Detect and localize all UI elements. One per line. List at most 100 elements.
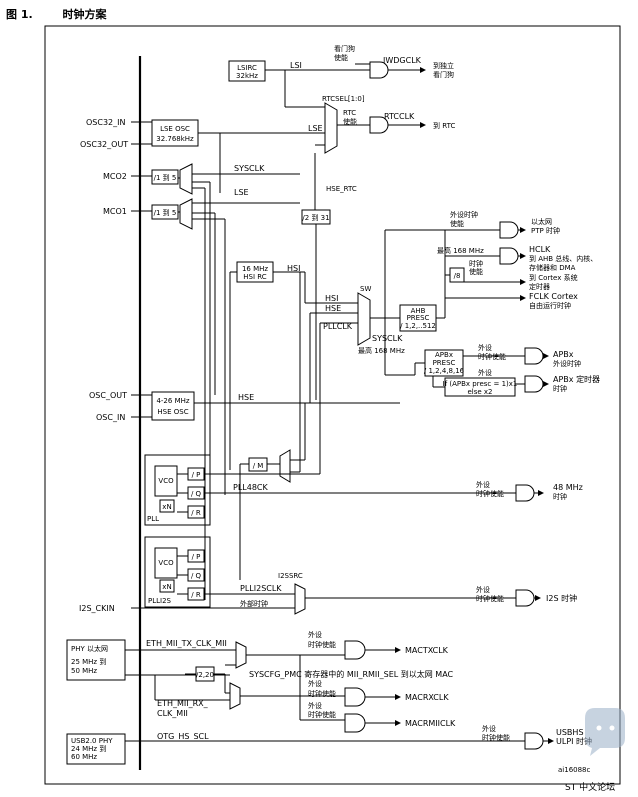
apb-ratio: / 1,2,4,8,16 (424, 367, 465, 375)
mco2-divider (151, 169, 179, 185)
i2s-enable-l1: 外设 (476, 585, 490, 594)
macrmii-enable-l2: 时钟使能 (308, 710, 336, 719)
hsi-signal: HSI (287, 264, 300, 273)
mco1-mux (179, 198, 193, 230)
hse-osc-block (151, 391, 195, 421)
apb-prescaler (424, 349, 464, 377)
eth-rx-l2: CLK_MII (157, 709, 188, 718)
macrx-enable-l2: 时钟使能 (308, 689, 336, 698)
mhz48-l1: 48 MHz (553, 483, 583, 492)
plli2s-xn (159, 579, 175, 593)
rtcclk-label: RTCCLK (384, 112, 415, 121)
rtc-enable-l1: RTC (343, 109, 356, 117)
wdg-enable-l2: 使能 (334, 53, 348, 62)
phy-eth-l1: PHY 以太网 (71, 644, 108, 653)
pll48ck-label: PLL48CK (233, 483, 269, 492)
usbhs-enable-l1: 外设 (482, 724, 496, 733)
apbx-out-l1: APBx (553, 350, 574, 359)
watermark-icon (585, 708, 625, 756)
i2s-out: I2S 时钟 (546, 593, 577, 603)
phy-usb-l2: 24 MHz 到 (71, 745, 106, 753)
usbhs-gate (524, 732, 544, 750)
apbx-tim-l1: APBx 定时器 (553, 374, 600, 384)
hclk-dest-l3: 存储器和 DMA (529, 263, 576, 272)
clk-enable-l1: 时钟 (469, 259, 483, 268)
ptp-enable-l1: 外设时钟 (450, 210, 478, 219)
plli2s-q-label: / Q (191, 572, 202, 580)
hse-osc-freq: 4-26 MHz (156, 397, 189, 405)
clk-enable-l2: 使能 (469, 267, 483, 276)
mactx-enable-l2: 时钟使能 (308, 640, 336, 649)
fclk-dest: 自由运行时钟 (529, 301, 571, 310)
ahb-presc: PRESC (407, 314, 430, 322)
lsirc-block (228, 60, 266, 82)
plli2s-xn-label: xN (162, 583, 171, 591)
mactxclk-out: MACTXCLK (405, 646, 449, 655)
lsi-signal: LSI (290, 61, 302, 70)
lse-mco-label: LSE (234, 188, 249, 197)
phy-usb-l1: USB2.0 PHY (71, 737, 113, 745)
apb-mult-l1: If (APBx presc = 1)x1 (443, 380, 518, 388)
wdg-enable-l1: 看门狗 (334, 44, 355, 53)
macrx-enable-l1: 外设 (308, 679, 322, 688)
pin-osc-in: OSC_IN (96, 413, 125, 422)
apbx-timer-gate (524, 375, 544, 393)
sysclk-max: 最高 168 MHz (358, 346, 405, 355)
hse-rtc-label: HSE_RTC (326, 185, 357, 193)
usb48-enable-l2: 时钟使能 (476, 489, 504, 498)
plli2s-label: PLLI2S (148, 597, 172, 605)
pll-source-mux (279, 449, 291, 483)
diagram-frame (44, 25, 621, 785)
mco1-divider-label: /1 到 5 (154, 209, 177, 217)
pin-mco1: MCO1 (103, 207, 127, 216)
hclk-label: HCLK (529, 245, 551, 254)
pll-xn (159, 499, 175, 513)
phy-eth-block (66, 639, 126, 681)
sysclk-label: SYSCLK (372, 334, 403, 343)
otg-label: OTG_HS_SCL (157, 732, 209, 741)
eth-tx-mux (235, 641, 247, 669)
i2s-mux (294, 583, 306, 615)
apbx-enable-l1: 外设 (478, 343, 492, 352)
hsirc-label: HSI RC (243, 273, 267, 281)
iwdg-dest-l1: 到独立 (433, 61, 454, 70)
fclk-label: FCLK Cortex (529, 292, 578, 301)
plli2s-block (144, 536, 211, 608)
macrmii-gate (344, 713, 366, 733)
ptp-dest-l2: PTP 时钟 (531, 226, 560, 235)
usbhs-out-l1: USBHS (556, 728, 584, 737)
mco2-divider-label: /1 到 5 (154, 174, 177, 182)
hsi-sw-label: HSI (325, 294, 338, 303)
figure-number: 图 1. (6, 8, 33, 21)
lse-signal-rtc: LSE (308, 124, 323, 133)
hsirc-freq: 16 MHz (242, 265, 268, 273)
eth-divider-label: /2,20 (196, 671, 214, 679)
eth-rx-l1: ETH_MII_RX_ (157, 699, 209, 708)
rtc-enable-l2: 使能 (343, 117, 357, 126)
figure-code: ai16088c (558, 766, 591, 774)
phy-eth-l3: 50 MHz (71, 667, 97, 675)
apbx-tim-l2: 时钟 (553, 384, 567, 393)
pll-r-label: / R (191, 509, 201, 517)
lsirc-label: LSIRC (237, 64, 257, 72)
pllclk-label: PLLCLK (323, 322, 353, 331)
sysclk-mco-label: SYSCLK (234, 164, 265, 173)
ptp-dest-l1: 以太网 (531, 217, 552, 226)
eth-rx-mux (229, 682, 241, 710)
phy-usb-l3: 60 MHz (71, 753, 97, 761)
pin-mco2: MCO2 (103, 172, 127, 181)
syscfg-label: SYSCFG_PMC 寄存器中的 MII_RMII_SEL 到以太网 MAC (249, 669, 454, 679)
lsirc-freq: 32kHz (236, 72, 258, 80)
pin-osc-out: OSC_OUT (89, 391, 127, 400)
rtc-divider-label: /2 到 31 (302, 214, 329, 222)
usb48-enable-l1: 外设 (476, 480, 490, 489)
phy-eth-l2: 25 MHz 到 (71, 658, 106, 666)
figure-title: 图 1. 时钟方案 (6, 6, 133, 22)
apbx-out-l2: 外设时钟 (553, 359, 581, 368)
plli2s-vco (154, 547, 178, 579)
macrx-gate (344, 687, 366, 707)
rtcsel-label: RTCSEL[1:0] (322, 95, 365, 103)
pll-p-label: / P (192, 471, 201, 479)
rtc-mux (324, 102, 338, 154)
